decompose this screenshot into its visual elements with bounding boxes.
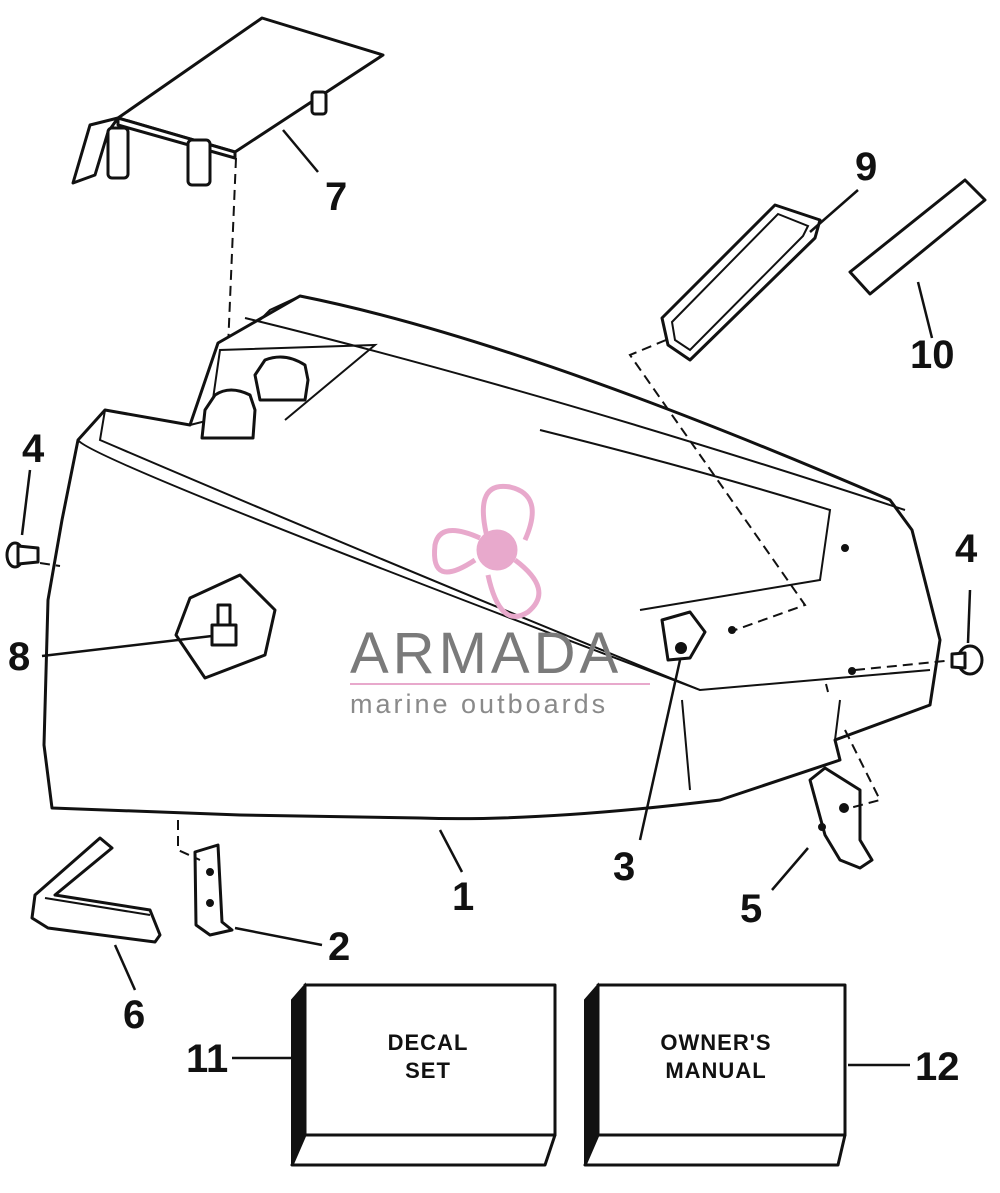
callout-7: 7 [325,175,347,219]
decal-set-label-line1: DECAL [388,1030,469,1055]
part-2-lower-bracket [177,820,323,947]
part-10-decal-strip [848,178,987,339]
leader-4-right-dashed [854,659,956,671]
part-3-clip [638,610,707,841]
decal-set-label-line2: SET [405,1058,451,1083]
callout-3: 3 [613,845,635,889]
part-4-right-plug [848,589,984,676]
owners-manual-label-line1: OWNER'S [660,1030,771,1055]
owners-manual-label-line2: MANUAL [665,1058,766,1083]
propeller-logo-icon [432,483,542,619]
part-5-hook-bracket [771,729,882,891]
callout-8: 8 [8,635,30,679]
callout-10: 10 [910,333,955,377]
part-8-screw [41,573,277,680]
part-12-owners-manual-box [583,982,910,1167]
leader-9-dashed [628,339,807,631]
callout-4-left: 4 [22,427,45,471]
watermark-subtitle: marine outboards [350,689,608,719]
callout-11: 11 [186,1037,228,1081]
part-9-vent-grille [660,189,859,362]
part-11-decal-set-box [232,982,557,1167]
callout-12: 12 [915,1045,960,1089]
watermark-title: ARMADA [350,621,622,686]
part-6-trim-molding [30,836,162,991]
callout-1: 1 [452,875,474,919]
callout-5: 5 [740,887,762,931]
callout-6: 6 [123,993,145,1037]
callout-2: 2 [328,925,350,969]
part-4-left-plug [5,469,61,569]
callout-9: 9 [855,145,877,189]
callout-4-right: 4 [955,527,978,571]
part-7-top-cover [71,16,385,187]
